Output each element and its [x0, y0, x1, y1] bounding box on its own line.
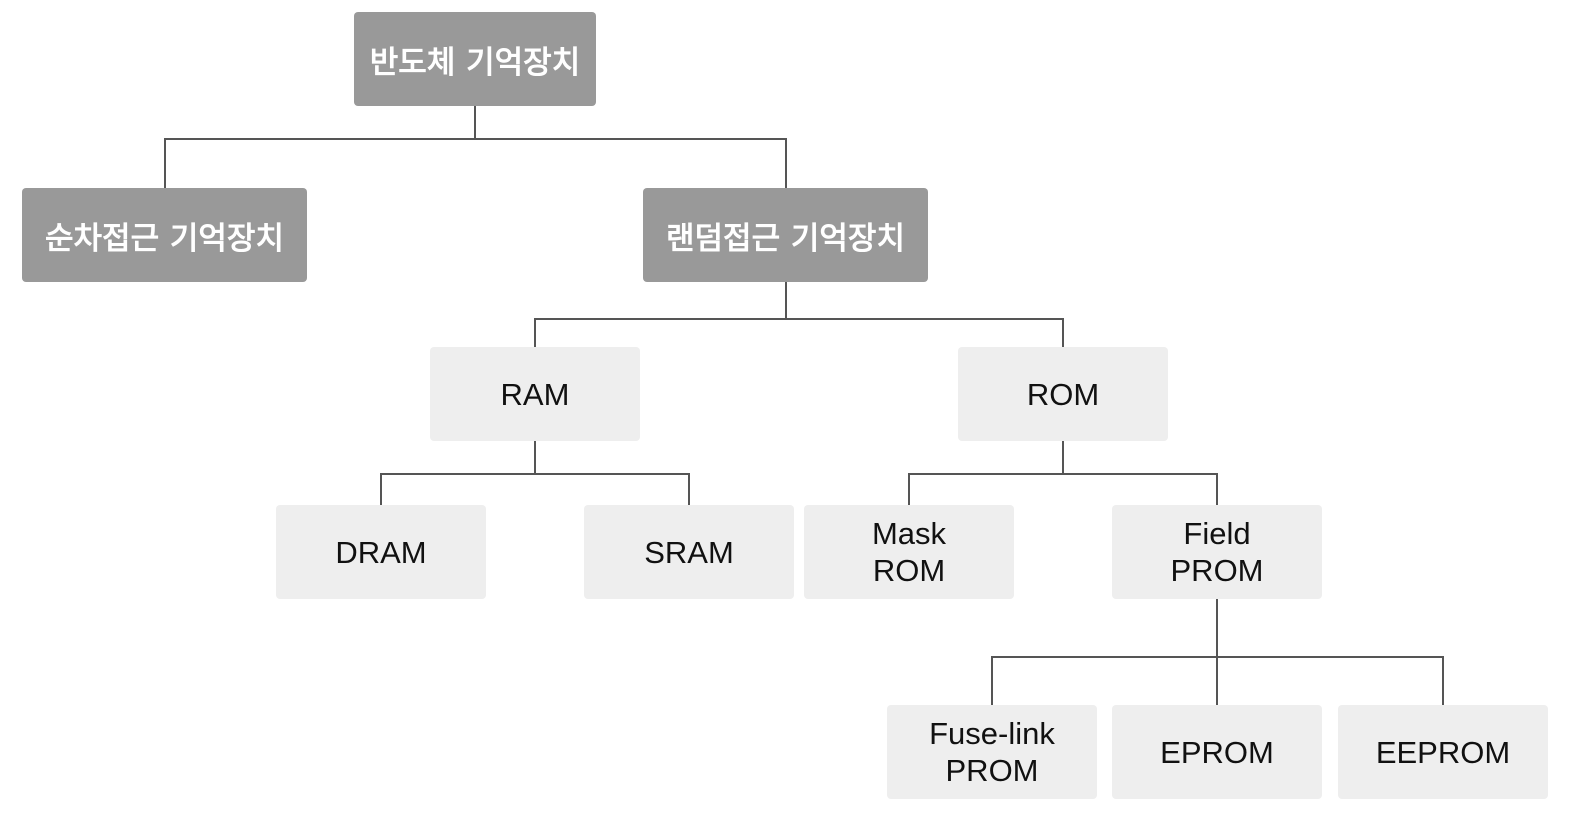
node-label-line2: PROM	[945, 753, 1039, 788]
node-label-line1: Field	[1183, 516, 1251, 551]
connector-rom-branch	[908, 473, 1218, 505]
node-random-access: 랜덤접근 기억장치	[643, 188, 928, 282]
node-label: EPROM	[1160, 734, 1274, 770]
connector-field-branch	[991, 656, 1444, 705]
node-sram: SRAM	[584, 505, 794, 599]
node-label: 랜덤접근 기억장치	[666, 220, 905, 257]
node-label: ROM	[1026, 376, 1100, 412]
node-label: DRAM	[335, 534, 427, 570]
node-label: 반도체 기억장치	[369, 44, 581, 81]
node-label-line2: PROM	[1170, 553, 1264, 588]
node-label-line1: Fuse-link	[929, 716, 1055, 751]
node-eeprom: EEPROM	[1338, 705, 1548, 799]
node-fuse-link-prom: Fuse-link PROM	[887, 705, 1097, 799]
connector-ram-branch	[380, 473, 690, 505]
node-dram: DRAM	[276, 505, 486, 599]
node-field-prom: Field PROM	[1112, 505, 1322, 599]
node-label: 순차접근 기억장치	[45, 220, 284, 257]
node-label: SRAM	[644, 534, 734, 570]
node-sequential-access: 순차접근 기억장치	[22, 188, 307, 282]
node-semiconductor-memory: 반도체 기억장치	[354, 12, 596, 106]
node-mask-rom: Mask ROM	[804, 505, 1014, 599]
node-label: EEPROM	[1375, 734, 1511, 770]
node-rom: ROM	[958, 347, 1168, 441]
node-eprom: EPROM	[1112, 705, 1322, 799]
node-ram: RAM	[430, 347, 640, 441]
node-label-line1: Mask	[871, 516, 947, 551]
connector-root-branch	[164, 138, 787, 188]
connector-random-branch	[534, 318, 1064, 347]
node-label-line2: ROM	[872, 553, 946, 588]
node-label: RAM	[500, 376, 570, 412]
